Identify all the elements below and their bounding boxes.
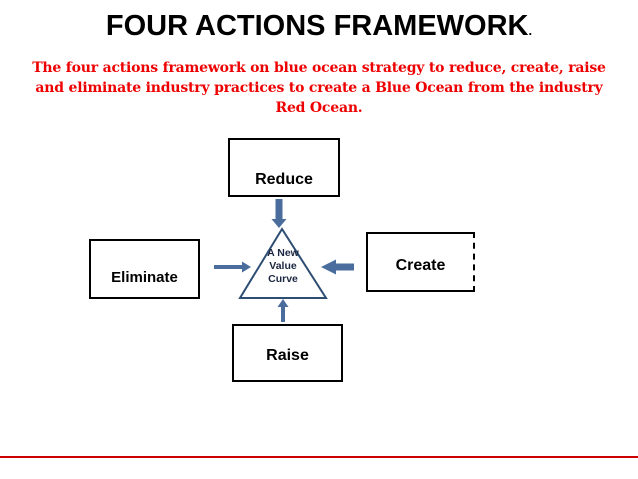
arrow-left-icon [321,259,354,275]
box-reduce-label: Reduce [255,170,313,188]
triangle-label-line: A New [267,247,299,259]
box-raise-label: Raise [266,347,309,364]
box-create-label: Create [395,257,446,274]
box-reduce: Reduce [228,138,340,197]
subtitle-line: The four actions framework on blue ocean… [32,60,606,76]
box-eliminate: Eliminate [89,239,200,299]
arrow-right-icon [214,261,251,273]
triangle-label-line: Value [269,260,297,272]
triangle-label: A New Value Curve [255,247,311,286]
subtitle-line: Red Ocean. [275,100,363,116]
slide-subtitle: The four actions framework on blue ocean… [0,58,638,118]
page-title: FOUR ACTIONS FRAMEWORK. [0,9,638,48]
subtitle-line: and eliminate industry practices to crea… [35,80,603,96]
arrow-up-icon [277,299,289,322]
footer-accent-line [0,456,638,458]
box-raise: Raise [232,324,343,382]
arrow-down-icon [271,199,287,228]
box-create: Create [366,232,475,292]
triangle-label-line: Curve [268,273,298,285]
box-eliminate-label: Eliminate [111,268,178,286]
page-title-text: FOUR ACTIONS FRAMEWORK [105,10,529,42]
page-title-period: . [528,23,533,38]
value-curve-triangle [238,227,328,299]
